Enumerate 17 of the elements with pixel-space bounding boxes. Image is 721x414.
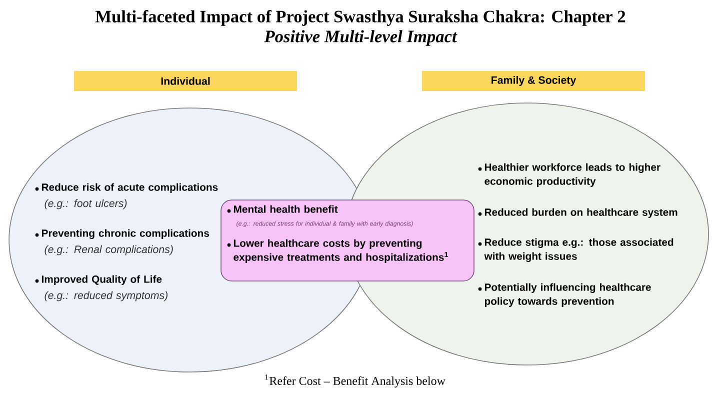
- header-band: Family & Society: [422, 71, 645, 91]
- title: Multi-faceted Impact of Project Swasthya Suraksha Chakra: Chapter 2: [95, 10, 626, 26]
- bullet-text: Reduce risk of acute complications: [42, 183, 218, 193]
- bullet-text: Healthier workforce leads to higher economic productivity: [484, 163, 660, 187]
- example-text: (e.g.: Renal complications): [44, 245, 173, 256]
- bullet-text: Preventing chronic complications: [42, 229, 210, 239]
- bullet-text: Improved Quality of Life: [42, 275, 162, 285]
- header-band: Individual: [74, 71, 297, 91]
- example-text: (e.g.: reduced symptoms): [44, 291, 168, 302]
- example-text: (e.g.: foot ulcers): [44, 199, 127, 210]
- bullet-text: Lower healthcare costs by preventing expensive treatments and hospitalizations$^{1}$: [234, 239, 448, 263]
- bullet-text: Mental health benefit: [234, 205, 338, 213]
- bullet-text: Reduce stigma e.g.: those associated with weight issues: [484, 238, 674, 262]
- bullet-text: Potentially influencing healthcare policy towards prevention: [484, 283, 651, 307]
- bullet-text: Reduced burden on healthcare system: [484, 208, 678, 218]
- footnote: $^{1}$Refer Cost – Benefit Analysis below: [265, 374, 446, 388]
- subtitle: Positive Multi-level Impact: [264, 30, 458, 46]
